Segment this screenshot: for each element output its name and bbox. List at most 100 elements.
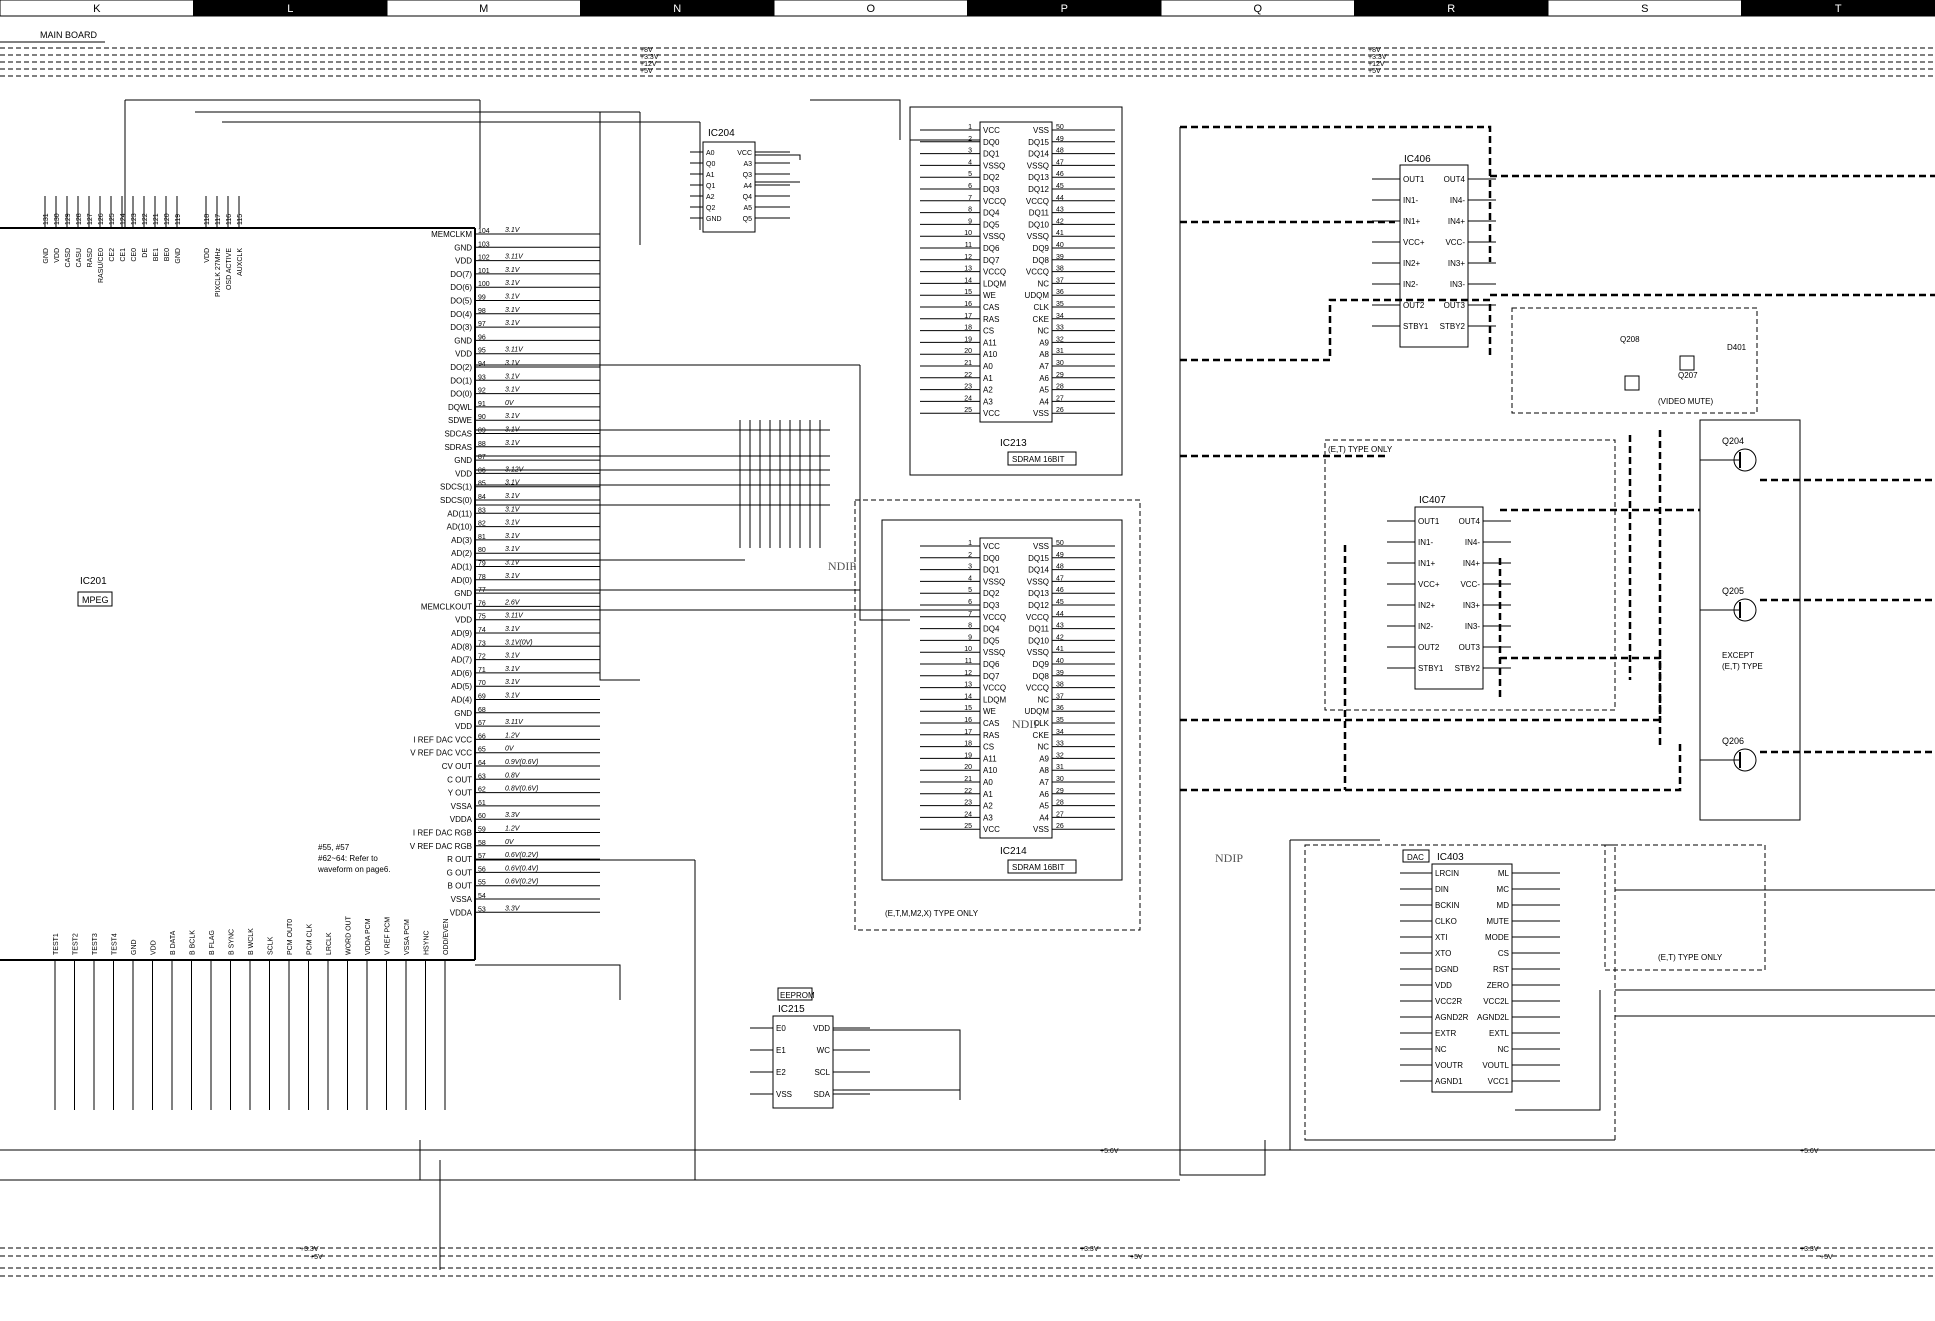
- video-mute-block: (VIDEO MUTE) Q208 Q207 D401: [1511, 307, 1758, 414]
- sdram-right-pin-name: DQ15: [1028, 138, 1049, 147]
- ic201-pin-123-name: CE0: [131, 248, 138, 262]
- ic201-pin-80-number: 80: [478, 547, 486, 554]
- ic403-left-pin-name: VOUTR: [1435, 1061, 1463, 1070]
- rail-label-5v-bottom: +5V: [310, 1254, 323, 1261]
- ic201-pin-79-voltage: 3.1V: [505, 560, 521, 567]
- sdram-left-pin-number: 15: [964, 289, 972, 296]
- zone-label-q: Q: [1253, 3, 1262, 15]
- rail-label-33v-bottom-right: +3.3V: [1800, 1246, 1819, 1253]
- ic201-pin-89-number: 89: [478, 428, 486, 435]
- opamp-pin-name: IN4-: [1465, 538, 1480, 547]
- ic214-ref: IC214: [1000, 846, 1027, 857]
- ic201-pin-58-name: V REF DAC RGB: [410, 842, 472, 851]
- sdram-right-pin-name: CLK: [1033, 719, 1049, 728]
- ic215-pin-name: WC: [817, 1046, 831, 1055]
- ic403-right-pin-name: VCC1: [1488, 1077, 1510, 1086]
- sdram-right-pin-number: 43: [1056, 623, 1064, 630]
- ic403-right-pin-name: MUTE: [1486, 917, 1509, 926]
- opamp-pin-name: IN1-: [1418, 538, 1433, 547]
- ic407-opamp: (E,T) TYPE ONLY IC407 OUT1IN1-IN1+VCC+IN…: [1324, 439, 1616, 711]
- ic201-bottom-pin-name: TEST2: [73, 933, 80, 955]
- ndip-mark-2: NDIP: [1012, 717, 1040, 731]
- sdram-right-pin-name: UDQM: [1025, 291, 1050, 300]
- sdram-left-pin-name: A11: [983, 754, 997, 763]
- sdram-right-pin-name: A6: [1039, 790, 1049, 799]
- audio-filter-group: (E,T) TYPE ONLY: [1604, 844, 1766, 971]
- sdram-right-pin-name: DQ11: [1029, 209, 1050, 218]
- ic201-pin-91-number: 91: [478, 401, 486, 408]
- sdram-left-pin-name: DQ2: [983, 589, 1000, 598]
- ic201-pin-67-number: 67: [478, 720, 486, 727]
- ic201-pin-124-number: 124: [120, 213, 127, 225]
- sdram-right-pin-number: 28: [1056, 384, 1064, 391]
- sdram-left-pin-number: 4: [968, 575, 972, 582]
- ic403-right-pin-name: RST: [1493, 965, 1509, 974]
- sdram-left-pin-name: VCCQ: [983, 197, 1006, 206]
- ic201-pin-66-name: I REF DAC VCC: [413, 735, 472, 744]
- sdram-left-pin-number: 16: [964, 301, 972, 308]
- sdram-left-pin-name: DQ0: [983, 138, 1000, 147]
- sdram-right-pin-name: NC: [1037, 279, 1049, 288]
- sdram-right-pin-name: CLK: [1033, 303, 1049, 312]
- ic201-pin-102-number: 102: [478, 255, 490, 262]
- ic201-pin-84-voltage: 3.1V: [505, 493, 521, 500]
- sdram-right-pin-name: DQ9: [1033, 660, 1050, 669]
- opamp-pin-name: STBY2: [1440, 322, 1466, 331]
- ic403-left-pin-name: CLKO: [1435, 917, 1457, 926]
- sdram-right-pin-number: 28: [1056, 800, 1064, 807]
- sdram-left-pin-number: 2: [968, 136, 972, 143]
- sdram-right-pin-name: NC: [1037, 743, 1049, 752]
- ic201-pin-74-voltage: 3.1V: [505, 626, 521, 633]
- sdram-right-pin-name: NC: [1037, 327, 1049, 336]
- ic201-pin-119-number: 119: [175, 214, 182, 225]
- ic215-pin-name: SDA: [814, 1090, 831, 1099]
- ic201-pin-76-voltage: 2.6V: [504, 599, 521, 606]
- sdram-right-pin-name: DQ11: [1029, 625, 1050, 634]
- sdram-left-pin-name: DQ5: [983, 636, 1000, 645]
- ic201-bottom-pin-name: HSYNC: [424, 930, 431, 955]
- sdram-left-pin-name: VCC: [983, 825, 1000, 834]
- sdram-left-pin-name: DQ7: [983, 672, 1000, 681]
- ic204-pin-name: A1: [706, 172, 715, 179]
- ic201-pin-99-voltage: 3.1V: [505, 294, 521, 301]
- opamp-pin-name: IN2-: [1418, 622, 1433, 631]
- ic201-pin-84-name: SDCS(0): [440, 496, 472, 505]
- opamp-pin-name: IN2-: [1403, 280, 1418, 289]
- sdram-left-pin-number: 23: [964, 384, 972, 391]
- ic201-pin-96-name: GND: [454, 336, 472, 345]
- q207-ref: Q207: [1678, 371, 1698, 380]
- sdram-left-pin-name: A1: [983, 790, 993, 799]
- ic201-pin-78-voltage: 3.1V: [505, 573, 521, 580]
- sdram-left-pin-number: 6: [968, 183, 972, 190]
- sdram-left-pin-number: 16: [964, 717, 972, 724]
- sdram-left-pin-number: 10: [964, 646, 972, 653]
- ic403-left-pin-name: VCC2R: [1435, 997, 1462, 1006]
- ic201-pin-81-number: 81: [478, 534, 486, 541]
- ic201-top-pin-group: 131GND130VDD129CASD128CASU127RASD126RASU…: [43, 196, 244, 297]
- ic201-pin-75-name: VDD: [455, 616, 472, 625]
- ic201-pin-121-number: 121: [153, 213, 160, 225]
- zone-label-o: O: [866, 3, 875, 15]
- ic214-sdram: IC214 SDRAM 16BIT VCC1DQ02DQ13VSSQ4DQ25D…: [854, 499, 1141, 931]
- ic215-pin-name: VSS: [776, 1090, 792, 1099]
- ic201-pin-94-name: DO(2): [450, 363, 472, 372]
- ic204-pin-name: Q5: [743, 216, 752, 223]
- ic201-pin-56-name: G OUT: [447, 868, 472, 877]
- sdram-left-pin-name: DQ5: [983, 220, 1000, 229]
- sdram-left-pin-number: 23: [964, 800, 972, 807]
- sdram-right-pin-number: 42: [1056, 634, 1064, 641]
- ic201-pin-130-number: 130: [54, 213, 61, 225]
- sdram-left-pin-name: CAS: [983, 719, 999, 728]
- ic201-pin-53-name: VDDA: [450, 908, 473, 917]
- ic201-pin-66-number: 66: [478, 733, 486, 740]
- sdram-left-pin-number: 11: [965, 658, 972, 665]
- ic201-pin-73-voltage: 3.1V(0V): [505, 639, 533, 646]
- opamp-pin-name: IN1+: [1403, 217, 1420, 226]
- ic201-pin-64-number: 64: [478, 760, 486, 767]
- ic201-pin-95-name: VDD: [455, 350, 472, 359]
- opamp-pin-name: VCC+: [1418, 580, 1440, 589]
- sdram-right-pin-name: DQ13: [1028, 173, 1049, 182]
- ic201-bottom-pin-name: B BCLK: [190, 930, 197, 955]
